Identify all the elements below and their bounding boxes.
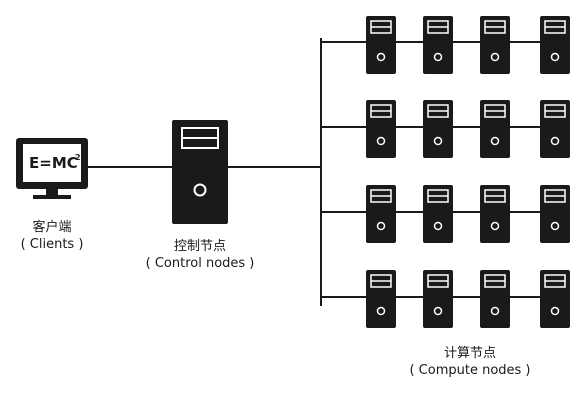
compute-power-button: [490, 306, 500, 316]
compute-server-icon: [540, 100, 570, 158]
compute-tower-body: [423, 100, 453, 158]
compute-power-button: [550, 306, 560, 316]
compute-tower-body: [366, 185, 396, 243]
compute-tower-body: [366, 270, 396, 328]
compute-power-button: [433, 52, 443, 62]
compute-node-grid: [366, 16, 570, 328]
control-tower-body: [172, 120, 228, 224]
compute-tower-body: [480, 185, 510, 243]
control-server-icon: [172, 120, 228, 224]
compute-server-icon: [366, 100, 396, 158]
compute-power-button: [490, 136, 500, 146]
compute-power-button: [550, 52, 560, 62]
compute-power-button: [376, 52, 386, 62]
compute-server-icon: [480, 185, 510, 243]
compute-server-icon: [480, 16, 510, 74]
compute-tower-body: [423, 185, 453, 243]
client-monitor-icon: E=MC 2: [16, 138, 88, 199]
control-label-en: ( Control nodes ): [145, 256, 255, 271]
monitor-formula: E=MC: [29, 154, 78, 172]
compute-power-button: [550, 221, 560, 231]
client-label: 客户端 ( Clients ): [10, 219, 94, 253]
compute-server-icon: [540, 16, 570, 74]
compute-label-en: ( Compute nodes ): [409, 363, 531, 378]
compute-tower-body: [480, 100, 510, 158]
monitor-neck: [46, 189, 58, 195]
control-power-button: [193, 183, 207, 197]
compute-tower-body: [480, 16, 510, 74]
compute-label-cn: 计算节点: [443, 346, 496, 361]
monitor-formula-superscript: 2: [75, 153, 81, 162]
monitor-base: [33, 195, 71, 199]
compute-server-icon: [423, 100, 453, 158]
compute-power-button: [490, 52, 500, 62]
compute-label: 计算节点 ( Compute nodes ): [395, 345, 545, 379]
compute-tower-body: [423, 16, 453, 74]
compute-server-icon: [423, 185, 453, 243]
compute-tower-body: [423, 270, 453, 328]
control-label-cn: 控制节点: [173, 239, 226, 254]
compute-tower-body: [480, 270, 510, 328]
compute-tower-body: [366, 16, 396, 74]
compute-server-icon: [480, 270, 510, 328]
compute-server-icon: [480, 100, 510, 158]
compute-server-icon: [366, 270, 396, 328]
compute-power-button: [550, 136, 560, 146]
compute-power-button: [433, 221, 443, 231]
compute-tower-body: [540, 100, 570, 158]
compute-power-button: [433, 136, 443, 146]
compute-tower-body: [540, 185, 570, 243]
compute-server-icon: [540, 185, 570, 243]
compute-server-icon: [423, 270, 453, 328]
compute-power-button: [433, 306, 443, 316]
compute-tower-body: [366, 100, 396, 158]
control-label: 控制节点 ( Control nodes ): [130, 238, 270, 272]
compute-server-icon: [366, 16, 396, 74]
compute-server-icon: [540, 270, 570, 328]
client-label-en: ( Clients ): [20, 237, 84, 252]
compute-power-button: [376, 306, 386, 316]
monitor-screen: [23, 144, 81, 182]
compute-server-icon: [366, 185, 396, 243]
compute-power-button: [376, 136, 386, 146]
compute-tower-body: [540, 16, 570, 74]
compute-power-button: [490, 221, 500, 231]
compute-tower-body: [540, 270, 570, 328]
compute-power-button: [376, 221, 386, 231]
compute-server-icon: [423, 16, 453, 74]
client-label-cn: 客户端: [32, 220, 72, 235]
